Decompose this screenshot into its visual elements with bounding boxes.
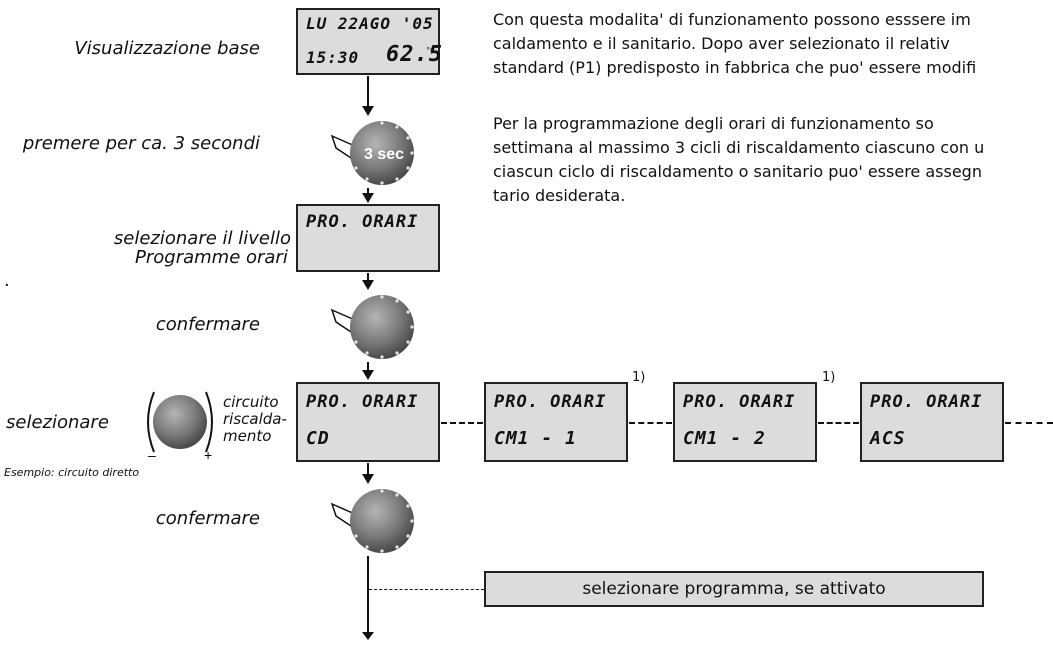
lcd-option-value: CM1 - 1	[494, 428, 577, 449]
knob-3sec[interactable]: 3 sec	[330, 118, 420, 188]
lcd-time: 15:30	[306, 48, 360, 67]
lcd-option-title: PRO. ORARI	[683, 392, 796, 412]
arrow-down-icon	[362, 193, 374, 203]
lcd-option-cd[interactable]: PRO. ORARI CD	[296, 382, 440, 462]
paragraph-schedule-line: Per la programmazione degli orari di fun…	[493, 114, 934, 133]
lcd-temp-unit: °C	[426, 46, 436, 55]
lcd-date: LU 22AGO '05	[306, 14, 434, 33]
knob-confirm-2[interactable]	[330, 486, 420, 556]
label-circuit-2: riscalda-	[223, 410, 287, 428]
lcd-temperature: 62.5	[386, 42, 443, 67]
lcd-option-value: ACS	[870, 428, 906, 449]
knob-plus: +	[204, 447, 212, 462]
paragraph-schedule-line: ciascun ciclo di riscaldamento o sanitar…	[493, 162, 982, 181]
lcd-option-title: PRO. ORARI	[494, 392, 607, 412]
flow-line	[367, 556, 369, 634]
label-example: Esempio: circuito diretto	[4, 466, 140, 479]
flow-line	[367, 463, 369, 475]
arrow-down-icon	[362, 370, 374, 380]
flow-line	[367, 76, 369, 108]
label-confirm-2: confermare	[155, 508, 260, 529]
lcd-option-value: CD	[306, 428, 330, 449]
arrow-down-icon	[362, 106, 374, 116]
banner-select-program: selezionare programma, se attivato	[484, 571, 984, 607]
label-programme-orari: Programme orari	[135, 247, 288, 268]
arrow-down-icon	[362, 280, 374, 290]
label-circuit-3: mento	[223, 427, 272, 445]
label-base-display: Visualizzazione base	[74, 38, 260, 59]
knob-confirm-1[interactable]	[330, 292, 420, 362]
label-press-3sec: premere per ca. 3 secondi	[22, 133, 260, 154]
flow-line	[367, 188, 369, 194]
flow-line	[367, 273, 369, 281]
connector-dashed	[441, 422, 483, 424]
lcd-level-text: PRO. ORARI	[306, 212, 419, 232]
connector-dashed	[629, 422, 672, 424]
connector-dashed	[1005, 422, 1053, 424]
label-confirm-1: confermare	[155, 314, 260, 335]
label-select: selezionare	[6, 412, 109, 433]
connector-dashed	[818, 422, 859, 424]
knob-minus: –	[148, 447, 156, 462]
arrow-down-icon	[362, 474, 374, 484]
rotary-knob[interactable]: – +	[140, 382, 220, 462]
lcd-option-cm1-1[interactable]: PRO. ORARI CM1 - 1	[484, 382, 628, 462]
paragraph-intro-line: Con questa modalita' di funzionamento po…	[493, 10, 971, 29]
lcd-base-display: LU 22AGO '05 15:30 62.5 °C	[296, 8, 443, 75]
arrow-down-icon	[362, 632, 374, 640]
label-circuit-1: circuito	[223, 393, 279, 411]
flow-line	[367, 362, 369, 370]
knob-body	[350, 121, 414, 185]
lcd-option-title: PRO. ORARI	[306, 392, 419, 412]
stray-dot: .	[4, 270, 10, 291]
lcd-level-display: PRO. ORARI	[296, 204, 440, 272]
knob-3sec-label: 3 sec	[364, 146, 404, 163]
paragraph-intro-line: standard (P1) predisposto in fabbrica ch…	[493, 58, 977, 77]
banner-connector	[369, 589, 484, 590]
paragraph-intro-line: caldamento e il sanitario. Dopo aver sel…	[493, 34, 950, 53]
lcd-option-title: PRO. ORARI	[870, 392, 983, 412]
paragraph-schedule-line: settimana al massimo 3 cicli di riscalda…	[493, 138, 985, 157]
lcd-option-cm1-2[interactable]: PRO. ORARI CM1 - 2	[673, 382, 817, 462]
label-select-level: selezionare il livello	[113, 228, 291, 249]
footnote-marker-1: 1)	[632, 370, 646, 385]
lcd-option-value: CM1 - 2	[683, 428, 766, 449]
lcd-option-acs[interactable]: PRO. ORARI ACS	[860, 382, 1004, 462]
footnote-marker-2: 1)	[822, 370, 836, 385]
paragraph-schedule-line: tario desiderata.	[493, 186, 626, 205]
